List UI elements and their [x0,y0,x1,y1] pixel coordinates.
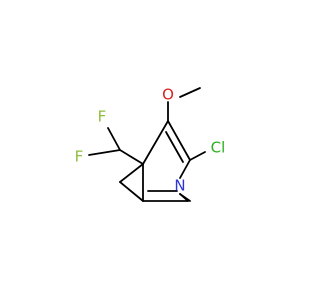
bond-o-ch3 [179,87,201,98]
bond-c3-c2-inner [165,131,184,163]
bond-cf2h-f-left [88,149,121,156]
bond-c4-cf2h [119,149,144,165]
bond-c3-c2-outer [167,120,191,161]
bond-c2-n [179,159,191,179]
oxygen-label: O [162,86,174,104]
chlorine-label: Cl [211,139,226,157]
fluorine-left-label: F [75,148,84,166]
molecule-diagram: F F O Cl N [0,0,300,300]
fluorine-top-label: F [98,108,107,126]
bond-c4-c5 [119,163,144,183]
nitrogen-label: N [174,177,185,195]
bond-n-c6 [179,193,189,202]
bond-c4-c3 [142,120,169,165]
diagram-background [0,0,300,300]
bond-c5-c4-outer [119,181,144,202]
bond-cf2h-f-top [107,127,121,151]
bond-c2-cl [189,151,206,161]
